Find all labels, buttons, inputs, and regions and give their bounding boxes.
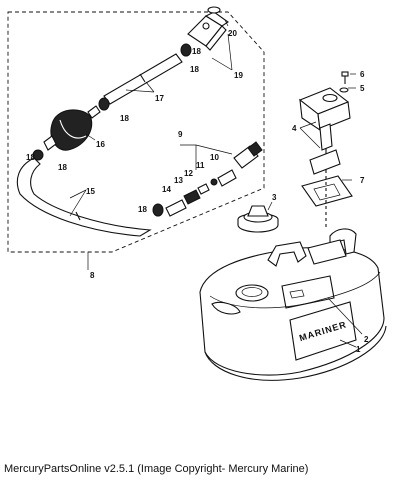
callout-9: 9 [178,130,183,139]
fuel-pickup-assembly [298,87,351,230]
callout-12: 12 [184,169,193,178]
callout-2: 2 [364,335,369,344]
callout-18-d: 18 [138,205,147,214]
fuel-tank: MARINER [199,228,387,381]
callout-17: 17 [155,94,164,103]
engine-connector [165,141,263,217]
part-13 [183,189,201,205]
hose-clamp [152,203,164,217]
hose-clamp [180,43,192,57]
fuel-hose-upper [103,53,183,105]
gasket [301,175,353,207]
callout-10: 10 [210,153,219,162]
part-11 [210,178,218,186]
o-ring [207,6,221,14]
callout-8: 8 [90,271,95,280]
connector-body-14 [165,199,187,217]
hose-clamp [32,149,44,161]
fuel-hose-lower [16,157,152,237]
callout-18-a: 18 [190,65,199,74]
parts-diagram: MARINER [7,6,387,381]
screw [341,71,349,84]
callout-20: 20 [228,29,237,38]
callout-5: 5 [360,84,365,93]
callout-11: 11 [196,161,205,170]
tank-connector [187,6,229,51]
image-caption: MercuryPartsOnline v2.5.1 (Image Copyrig… [4,463,309,475]
callout-3: 3 [272,193,277,202]
callout-7: 7 [360,176,365,185]
callout-13: 13 [174,176,183,185]
fuel-line-kit-boundary [7,11,265,253]
primer-bulb [43,105,101,151]
washer [339,87,349,93]
fuel-cap [237,205,279,233]
leader-lines [69,19,363,348]
callout-18-b: 18 [120,114,129,123]
part-12 [197,183,210,195]
callout-18-f: 18 [192,47,201,56]
callout-14: 14 [162,185,171,194]
callout-18-c: 18 [58,163,67,172]
callout-1: 1 [356,345,361,354]
callout-6: 6 [360,70,365,79]
callout-4: 4 [292,124,297,133]
callout-16: 16 [96,140,105,149]
callout-18-e: 18 [26,153,35,162]
part-10 [217,169,237,187]
callout-19: 19 [234,71,243,80]
callout-15: 15 [86,187,95,196]
hose-clamp [98,97,110,111]
